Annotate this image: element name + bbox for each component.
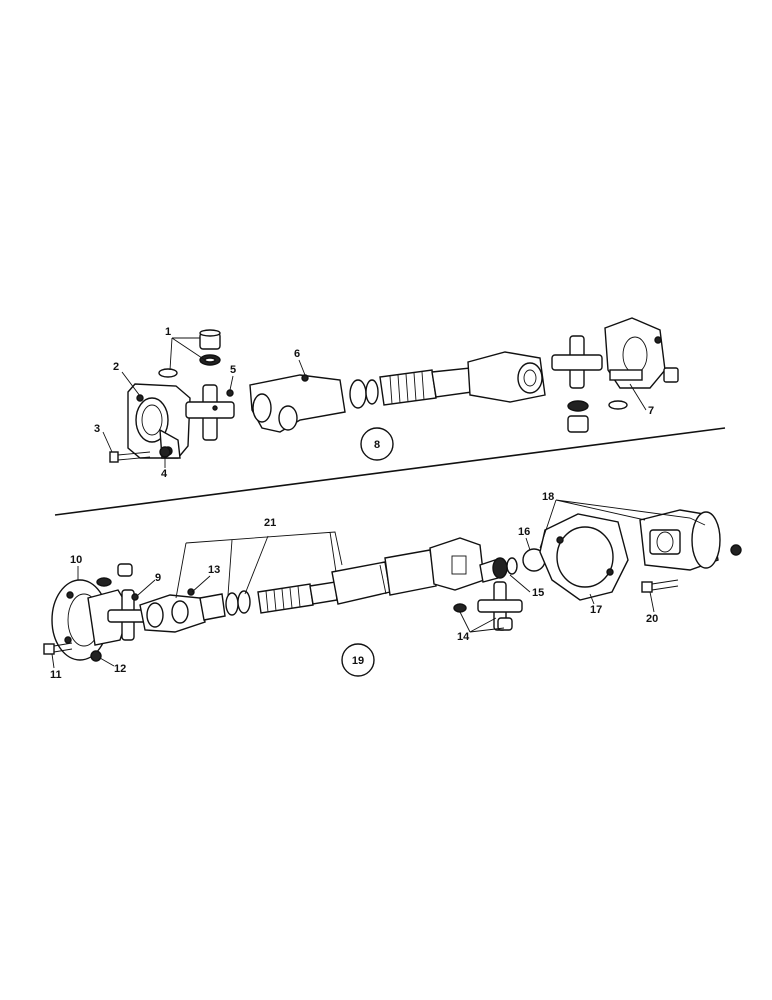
double-yoke-part-13: [139, 588, 226, 633]
callout-9: 9: [155, 572, 161, 584]
ring-upper-b: [365, 379, 379, 405]
callout-11: 11: [50, 669, 62, 681]
slip-yoke-part-6: [249, 374, 346, 433]
spider-cross-upper-left: [185, 384, 235, 441]
bolt-part-3: [109, 451, 151, 463]
leader-2: [121, 371, 141, 397]
callout-3: 3: [94, 423, 100, 435]
ring-upper-a: [349, 379, 367, 409]
flange-yoke-part-2: [127, 383, 191, 459]
leader-18: [539, 499, 706, 549]
callout-10: 10: [70, 554, 82, 566]
callout-6: 6: [294, 348, 300, 360]
grease-fitting-part-5: [226, 389, 234, 397]
leader-5: [229, 375, 234, 391]
callout-12: 12: [114, 663, 126, 675]
leader-15: [509, 574, 531, 593]
callout-20: 20: [646, 613, 658, 625]
section-divider: [54, 427, 726, 516]
tube-yoke-lower: [429, 537, 485, 591]
callout-16: 16: [518, 526, 530, 538]
leader-3: [102, 431, 113, 453]
splined-shaft-lower: [257, 549, 437, 614]
ring-lower-a: [225, 592, 239, 616]
cap-lower-b: [117, 563, 133, 577]
callout-17: 17: [590, 604, 602, 616]
callout-21: 21: [264, 517, 276, 529]
assembly-badge-8: 8: [360, 427, 394, 461]
leader-16: [525, 537, 531, 551]
callout-1: 1: [165, 326, 171, 338]
cap-lower-a: [96, 577, 112, 587]
flange-yoke-part-7: [604, 317, 679, 389]
callout-13: 13: [208, 564, 220, 576]
splined-shaft-upper: [379, 367, 473, 406]
callout-5: 5: [230, 364, 236, 376]
ring-lower-b: [237, 590, 251, 614]
leader-13: [191, 575, 211, 593]
callout-18: 18: [542, 491, 554, 503]
leader-21: [175, 531, 343, 599]
callout-4: 4: [161, 468, 168, 480]
badge-text-8: 8: [374, 439, 380, 451]
leader-6: [298, 359, 306, 376]
leader-20: [649, 591, 655, 613]
nut-part-4: [159, 446, 171, 458]
flange-yoke-part-18: [639, 509, 742, 571]
housing-part-17: [539, 513, 629, 601]
leader-12: [99, 657, 115, 667]
leader-1: [169, 337, 206, 371]
upper-driveshaft-assembly: 8 1 2 3 4 5 6 7: [94, 317, 679, 480]
leader-7: [629, 383, 647, 411]
spider-cross-lower-left: [107, 589, 149, 641]
spider-cross-upper-right: [551, 335, 603, 389]
grease-fitting-part-9: [131, 593, 139, 601]
lower-driveshaft-assembly: 19 9 10 11 12 13 14 15 16 17 18 20 21: [43, 491, 742, 681]
badge-text-19: 19: [352, 655, 364, 667]
callout-7: 7: [648, 405, 654, 417]
bolt-part-11: [43, 642, 73, 655]
centering-ball-seal-part-15: [479, 557, 518, 583]
bearing-cup-part-1: [158, 329, 221, 378]
callout-15: 15: [532, 587, 544, 599]
leader-9: [137, 579, 156, 596]
bearing-cup-lower-right: [567, 400, 628, 433]
nut-part-12: [90, 650, 102, 662]
leader-17: [589, 593, 595, 605]
bolt-part-20: [641, 579, 679, 593]
spider-cross-part-14: [453, 581, 523, 631]
leader-14: [459, 611, 505, 633]
tube-yoke-upper: [467, 351, 546, 403]
assembly-badge-19: 19: [341, 643, 375, 677]
callout-2: 2: [113, 361, 119, 373]
leader-11: [51, 653, 55, 669]
callout-14: 14: [457, 631, 470, 643]
